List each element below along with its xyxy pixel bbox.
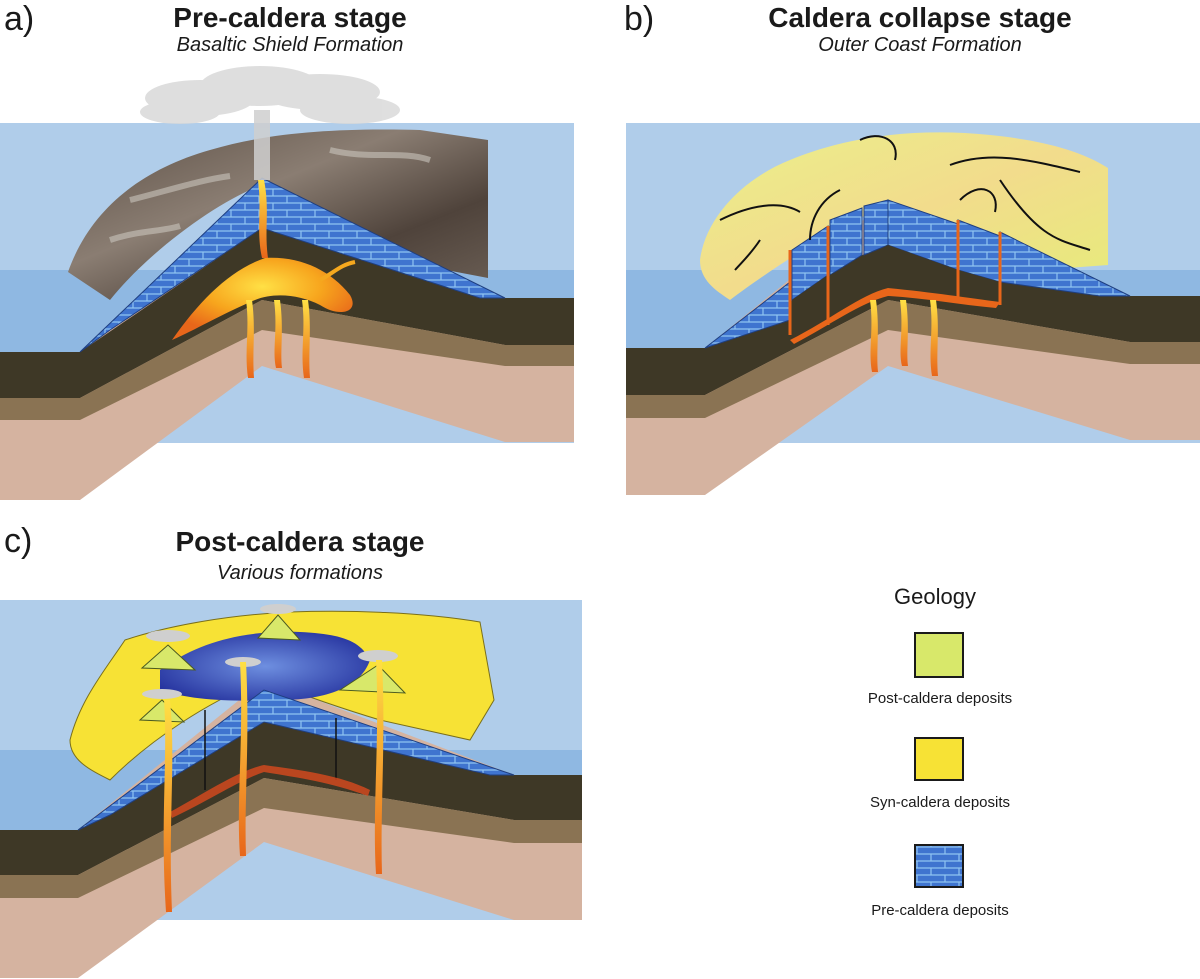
legend-swatch-pre-caldera	[914, 844, 964, 888]
panel-c-title: Post-caldera stage	[175, 526, 425, 557]
legend-label-pre-caldera: Pre-caldera deposits	[871, 902, 1009, 919]
panel-b-letter: b)	[624, 0, 655, 38]
panel-c-dike	[238, 662, 248, 856]
panel-b-magma-sill	[790, 288, 1000, 344]
panel-b-diagram	[626, 123, 1200, 495]
panel-a-shield-surface	[68, 129, 488, 300]
legend-label-syn-caldera: Syn-caldera deposits	[869, 794, 1011, 811]
panel-b-subtitle: Outer Coast Formation	[818, 34, 1022, 56]
panel-c-pre-caldera-layer	[77, 689, 515, 831]
panel-a-title: Pre-caldera stage	[173, 2, 407, 33]
legend-swatch-syn-caldera	[914, 737, 964, 781]
panel-b-title: Caldera collapse stage	[768, 2, 1072, 33]
panel-a-subtitle: Basaltic Shield Formation	[176, 34, 404, 56]
panel-a-magma-chamber	[172, 257, 353, 340]
panel-c-diagram	[0, 600, 582, 978]
panel-a-diagram	[0, 66, 574, 500]
legend	[914, 632, 964, 888]
panel-b-flow-arrows	[719, 135, 1091, 271]
panel-b-syn-caldera-deposits	[700, 132, 1108, 300]
legend-title: Geology	[894, 584, 976, 609]
panel-c-subtitle: Various formations	[217, 562, 383, 584]
panel-c-letter: c)	[4, 522, 33, 560]
panel-a-dike	[246, 300, 254, 378]
panel-c-post-caldera-cones	[138, 614, 407, 723]
legend-label-post-caldera: Post-caldera deposits	[867, 690, 1013, 707]
panel-a-letter: a)	[4, 0, 35, 38]
panel-c-caldera-lake	[160, 631, 370, 701]
panel-a-ash-plume	[140, 66, 400, 180]
legend-swatch-post-caldera	[914, 632, 964, 678]
